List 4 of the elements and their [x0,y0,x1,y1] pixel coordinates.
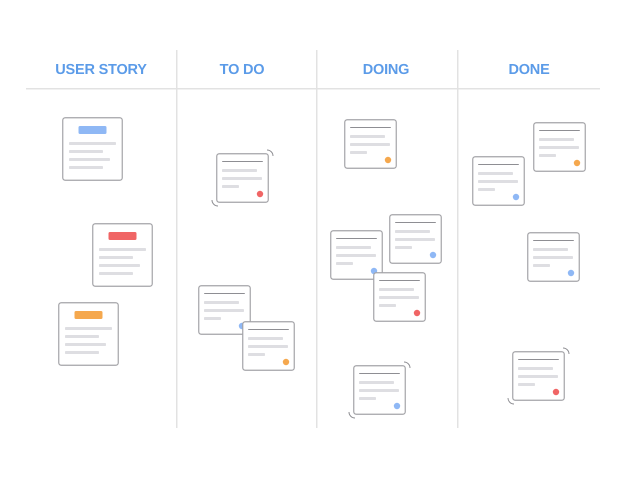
column-header: USER STORY [55,61,147,79]
column-header: TO DO [220,61,264,79]
column-header: DONE [508,61,550,79]
column-header: DOING [362,61,410,79]
